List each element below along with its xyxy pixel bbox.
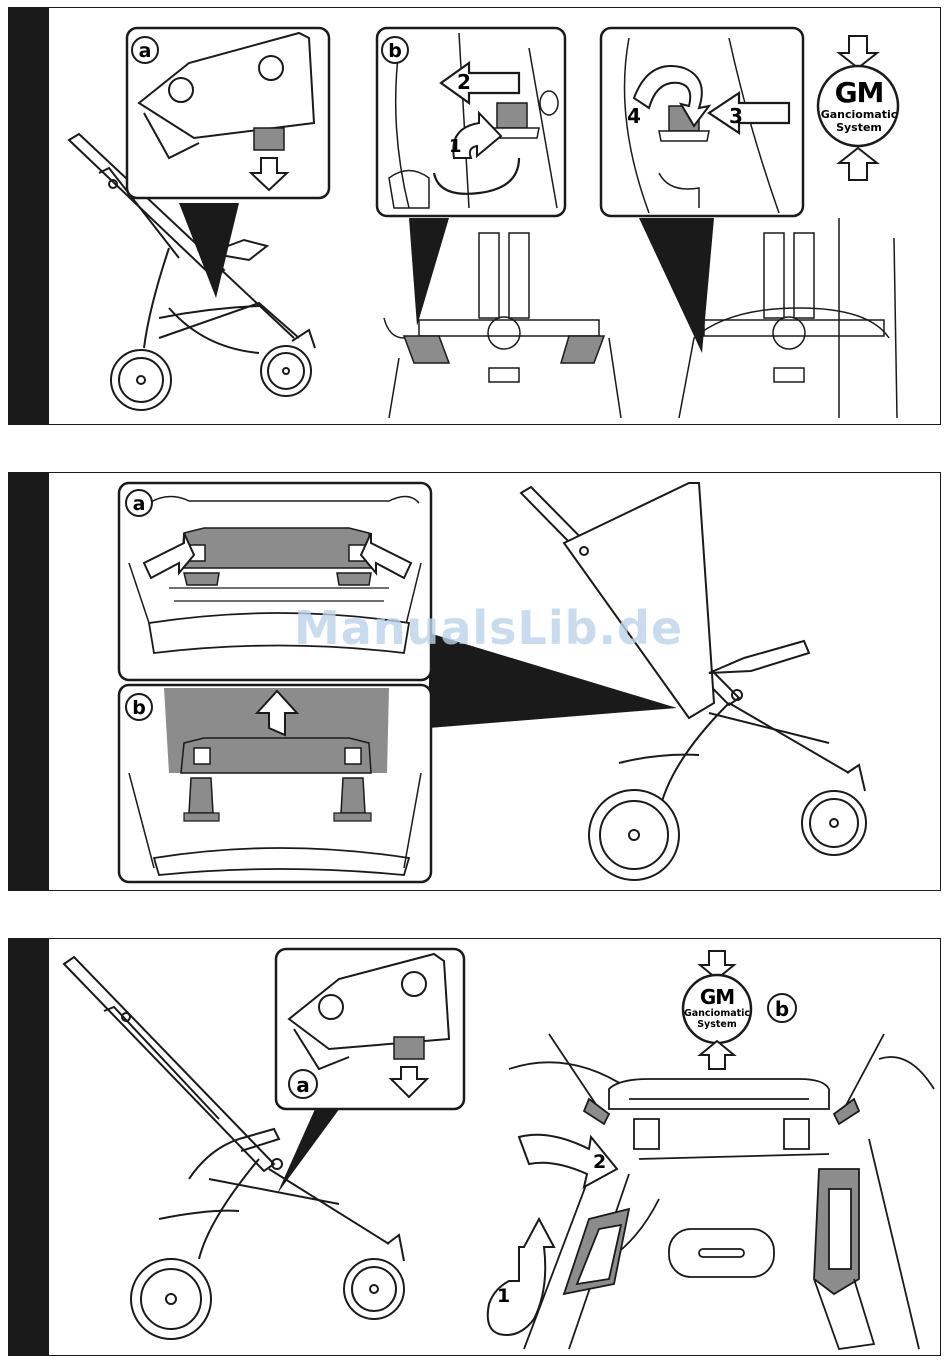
panel-1-illustration [9, 8, 941, 425]
instruction-panel-3: a b 2 1 GM Ganciomatic System [8, 938, 941, 1356]
inset-a-badge: a [131, 36, 159, 64]
instruction-panel-1: a b 2 1 4 3 GM Ganciomatic System [8, 7, 941, 425]
gm-logo-line1: Ganciomatic [817, 108, 901, 121]
pointer-wedge-a [179, 203, 239, 298]
gm-logo-big-text: GM [829, 76, 889, 109]
label-b-badge: b [767, 993, 797, 1023]
gm-logo-line1: Ganciomatic [677, 1008, 757, 1019]
pointer-wedge-c [639, 218, 714, 353]
watermark-text: ManualsLib.de [294, 601, 683, 655]
step-2-label: 2 [457, 70, 471, 94]
inset-b-badge: b [381, 36, 409, 64]
gm-logo-line2: System [677, 1019, 757, 1030]
inset-b-badge: b [125, 693, 153, 721]
inset-a-badge: a [125, 489, 153, 517]
step-2-label: 2 [593, 1151, 606, 1173]
harness-view-c [679, 218, 897, 418]
step-1-label: 1 [449, 136, 462, 157]
step-3-label: 3 [729, 104, 743, 128]
gm-logo-big-text: GM [691, 985, 743, 1009]
pointer-wedge-b [409, 218, 449, 326]
instruction-panel-2: ManualsLib.de a b [8, 472, 941, 891]
gm-logo-line2: System [817, 121, 901, 134]
inset-a-badge: a [288, 1069, 318, 1099]
panel-2-illustration [9, 473, 941, 891]
step-4-label: 4 [627, 104, 641, 128]
inset-b-seat-bar [119, 685, 431, 882]
step-1-label: 1 [497, 1285, 510, 1307]
seat-attachment-view [509, 1034, 934, 1349]
panel-3-illustration [9, 939, 941, 1356]
